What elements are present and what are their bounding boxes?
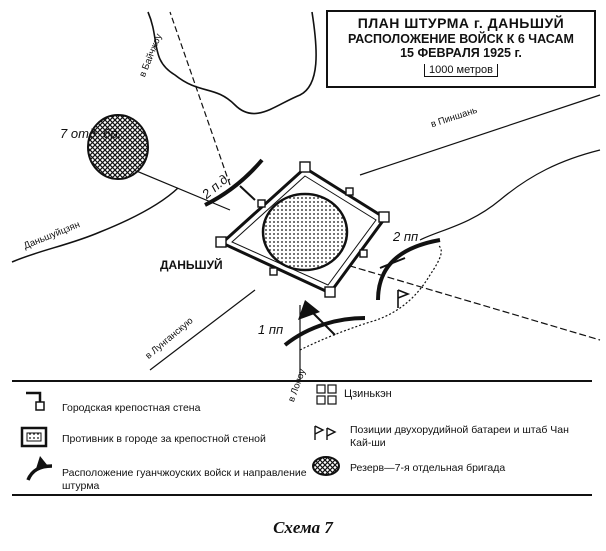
legend-battery-text: Позиции двухорудийной батареи и штаб Чан… — [350, 424, 569, 449]
road-baizhou — [169, 11, 231, 186]
legend-enemy-text: Противник в городе за крепостной стеной — [62, 433, 266, 445]
label-1pp: 1 пп — [258, 322, 284, 337]
legend-attack-icon — [26, 456, 53, 481]
map-subtitle: РАСПОЛОЖЕНИЕ ВОЙСК К 6 ЧАСАМ — [348, 32, 574, 46]
label-city-danshui: ДАНЬШУЙ — [160, 258, 223, 272]
river-danshuyan — [11, 187, 179, 263]
legend: Городская крепостная стена Противник в г… — [12, 380, 592, 496]
road-lunganxiu — [149, 289, 256, 371]
legend-troops-text: Расположение гуанчжоуских войск и направ… — [62, 467, 307, 492]
legend-battery-icon — [314, 425, 337, 440]
legend-wall-text: Городская крепостная стена — [62, 402, 201, 414]
road-pinshan — [359, 94, 601, 176]
unit-2pp-line — [376, 238, 441, 301]
label-reserve-brigade: 7 отд. бр. — [60, 126, 122, 141]
map-title-box: ПЛАН ШТУРМА г. ДАНЬШУЙ РАСПОЛОЖЕНИЕ ВОЙС… — [326, 10, 596, 88]
map-title: ПЛАН ШТУРМА г. ДАНЬШУЙ — [357, 15, 565, 31]
legend-wall-icon — [26, 391, 45, 411]
attack-arrow-1pp — [298, 300, 336, 336]
railway-east — [329, 259, 601, 341]
legend-enemy-icon — [20, 426, 48, 448]
enemy-in-city — [261, 192, 349, 272]
battery-trail — [299, 244, 442, 351]
unit-2pd-line — [204, 158, 264, 207]
reserve-brigade-area — [87, 114, 149, 180]
legend-reserve-icon — [312, 456, 340, 476]
battery-flag-icon — [397, 289, 411, 308]
legend-reserve-text: Резерв—7-я отдельная бригада — [350, 462, 506, 474]
map-date: 15 ФЕВРАЛЯ 1925 г. — [400, 46, 522, 60]
label-2pp: 2 пп — [393, 229, 419, 244]
unit-2pd-arrow — [239, 185, 256, 201]
figure-caption: Схема 7 — [273, 518, 333, 537]
river-east — [419, 149, 601, 241]
label-village-tszinken: Цзинькэн — [344, 388, 392, 400]
unit-2pp-arrow — [379, 257, 406, 269]
village-tszinken — [316, 384, 337, 405]
map-scale: 1000 метров — [424, 64, 498, 77]
river-north — [147, 11, 317, 115]
unit-1pp-line — [283, 316, 366, 347]
